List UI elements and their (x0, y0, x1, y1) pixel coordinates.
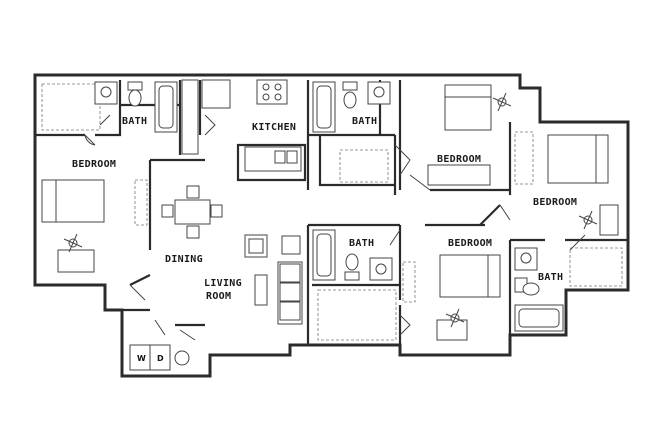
room-label-bath-1: BATH (122, 116, 147, 127)
room-label-bedroom-3: BEDROOM (533, 197, 577, 208)
ceiling-fan-icon (578, 210, 598, 230)
interior-walls (35, 80, 628, 345)
room-label-bath-3: BATH (349, 238, 374, 249)
room-label-living: LIVING (204, 278, 242, 289)
washer-label: W (137, 354, 146, 363)
room-label-kitchen: KITCHEN (252, 122, 296, 133)
room-label-bath-4: BATH (538, 272, 563, 283)
ceiling-fan-icon (492, 92, 512, 112)
room-label-dining: DINING (165, 254, 203, 265)
casework (41, 79, 623, 371)
room-label-room: ROOM (206, 291, 231, 302)
room-label-bedroom-1: BEDROOM (72, 159, 116, 170)
door-swings (84, 114, 586, 341)
room-label-bedroom-4: BEDROOM (448, 238, 492, 249)
ceiling-fan-icon (63, 233, 83, 253)
ceiling-fan-icon (445, 308, 465, 328)
room-label-bedroom-2: BEDROOM (437, 154, 481, 165)
room-label-bath-2: BATH (352, 116, 377, 127)
exterior-wall (33, 73, 630, 378)
dryer-label: D (157, 354, 164, 363)
